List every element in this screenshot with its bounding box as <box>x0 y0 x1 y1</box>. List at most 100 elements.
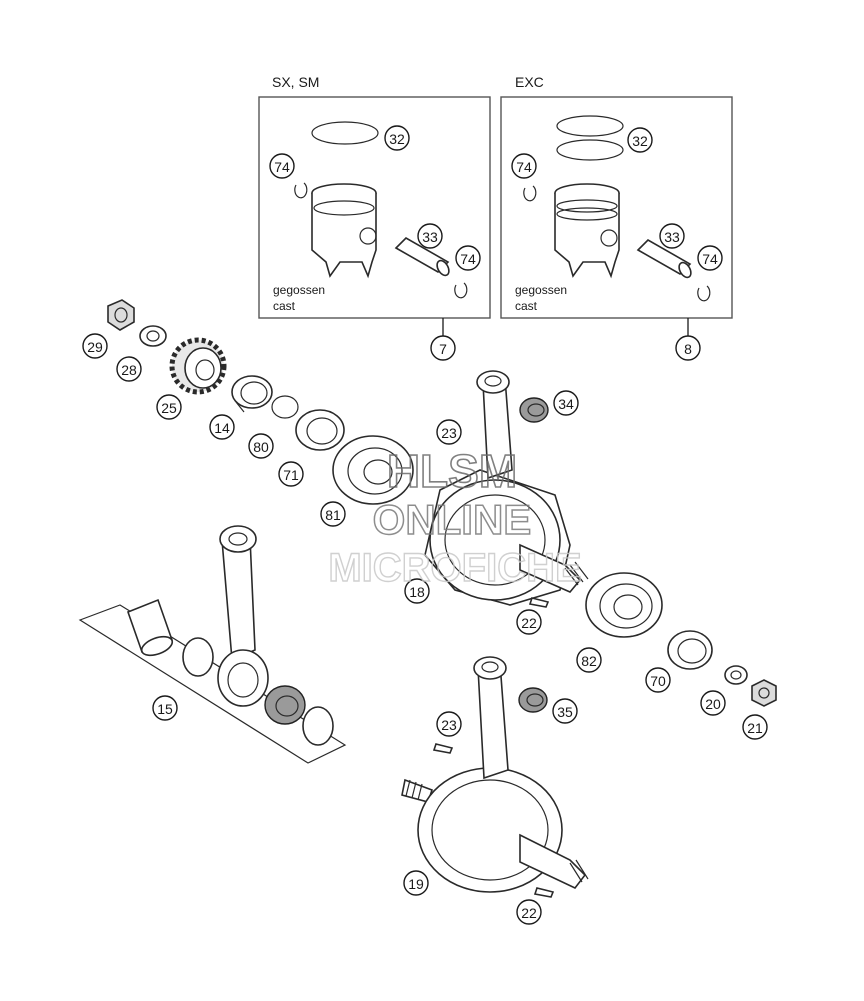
callout-number: 15 <box>157 701 173 717</box>
callout-circle <box>82 333 108 359</box>
thrust-washer <box>182 637 214 677</box>
piston-ring <box>556 115 624 137</box>
callout-22: 22 <box>516 609 542 635</box>
callout-15: 15 <box>152 695 178 721</box>
needle-bearing-small-end <box>519 397 549 423</box>
washer-right <box>724 665 748 685</box>
piston-pin <box>394 237 450 277</box>
callout-29: 29 <box>82 333 108 359</box>
callout-number: 20 <box>705 696 721 712</box>
callout-number: 74 <box>274 159 290 175</box>
callout-18: 18 <box>404 578 430 604</box>
callout-34: 34 <box>553 390 579 416</box>
callout-number: 23 <box>441 717 457 733</box>
thrust-washer-right <box>302 706 334 746</box>
callout-number: 22 <box>521 905 537 921</box>
callout-14: 14 <box>209 414 235 440</box>
callout-circle <box>700 690 726 716</box>
bearing-sleeve <box>231 375 273 413</box>
callout-74: 74 <box>511 153 537 179</box>
callout-number: 74 <box>460 251 476 267</box>
watermark-line-1: HLSM <box>387 445 517 497</box>
callout-number: 33 <box>422 229 438 245</box>
callout-circle <box>436 711 462 737</box>
callout-circle <box>576 647 602 673</box>
callout-number: 21 <box>747 720 763 736</box>
circlip-right <box>697 285 711 302</box>
piston-pin <box>636 239 692 279</box>
callout-circle <box>430 335 456 361</box>
callout-number: 23 <box>441 425 457 441</box>
callout-circle <box>511 153 537 179</box>
callout-number: 32 <box>632 133 648 149</box>
callout-circle <box>269 153 295 179</box>
circlip-left <box>523 185 537 202</box>
hex-nut-right <box>751 679 777 707</box>
callout-circle <box>248 433 274 459</box>
callout-number: 25 <box>161 400 177 416</box>
callout-circle <box>436 419 462 445</box>
callout-number: 74 <box>702 251 718 267</box>
main-bearing-left <box>332 435 414 505</box>
callout-28: 28 <box>116 356 142 382</box>
callout-number: 71 <box>283 467 299 483</box>
watermark-line-3: MICROFICHE <box>328 546 581 590</box>
callout-number: 7 <box>439 341 447 357</box>
callout-layer: 3274337473274337482928251480718123341822… <box>82 125 768 925</box>
piston-ring <box>556 139 624 161</box>
callout-circle <box>552 698 578 724</box>
cast-note-en: cast <box>515 299 538 313</box>
callout-circle <box>697 245 723 271</box>
callout-70: 70 <box>645 667 671 693</box>
callout-circle <box>659 223 685 249</box>
callout-8: 8 <box>675 335 701 361</box>
piston-cast <box>554 183 620 279</box>
callout-circle <box>455 245 481 271</box>
callout-23: 23 <box>436 711 462 737</box>
callout-circle <box>516 609 542 635</box>
watermark-line-2: ONLINE <box>373 496 532 543</box>
callout-number: 35 <box>557 704 573 720</box>
callout-33: 33 <box>659 223 685 249</box>
callout-circle <box>320 501 346 527</box>
callout-number: 70 <box>650 673 666 689</box>
callout-35: 35 <box>552 698 578 724</box>
callout-82: 82 <box>576 647 602 673</box>
crankshaft-assembly-upper <box>424 370 589 606</box>
callout-74: 74 <box>269 153 295 179</box>
callout-number: 80 <box>253 439 269 455</box>
callout-7: 7 <box>430 335 456 361</box>
callout-32: 32 <box>627 127 653 153</box>
callout-circle <box>156 394 182 420</box>
piston-cast <box>311 183 377 279</box>
circlip-left <box>294 182 308 199</box>
callout-number: 19 <box>408 876 424 892</box>
piston-ring <box>311 121 379 145</box>
woodruff-key-lower-b <box>533 887 555 898</box>
callout-number: 18 <box>409 584 425 600</box>
callout-33: 33 <box>417 223 443 249</box>
o-ring <box>271 395 299 419</box>
callout-22: 22 <box>516 899 542 925</box>
shaft-seal <box>295 409 345 451</box>
callout-circle <box>404 578 430 604</box>
callout-19: 19 <box>403 870 429 896</box>
circlip-right <box>454 282 468 299</box>
callout-23: 23 <box>436 419 462 445</box>
callout-circle <box>384 125 410 151</box>
hex-nut <box>107 299 135 331</box>
callout-number: 22 <box>521 615 537 631</box>
callout-number: 28 <box>121 362 137 378</box>
callout-circle <box>627 127 653 153</box>
callout-71: 71 <box>278 461 304 487</box>
callout-circle <box>417 223 443 249</box>
callout-circle <box>403 870 429 896</box>
callout-number: 33 <box>664 229 680 245</box>
crank-pin <box>126 598 174 657</box>
callout-number: 32 <box>389 131 405 147</box>
woodruff-key-lower-a <box>432 743 454 754</box>
callout-circle <box>675 335 701 361</box>
cast-note-de: gegossen <box>515 283 567 297</box>
